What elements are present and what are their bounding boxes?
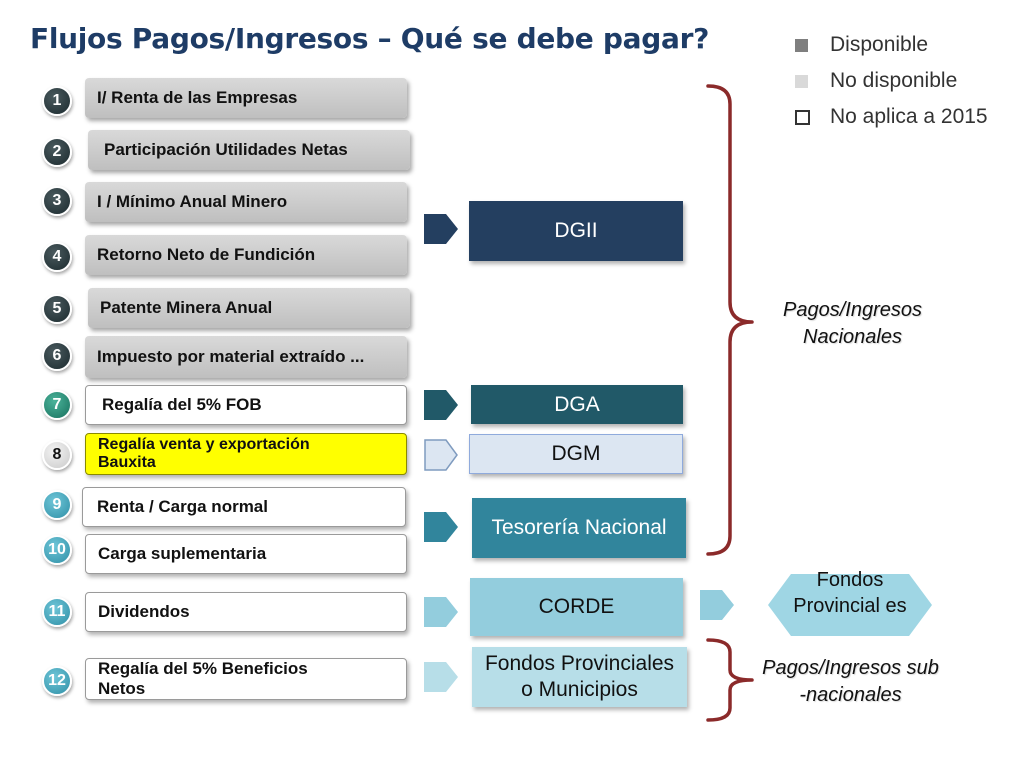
item-participacion-utilidades: Participación Utilidades Netas xyxy=(88,130,410,170)
item-patente-minera: Patente Minera Anual xyxy=(88,288,410,328)
legend-label: Disponible xyxy=(830,33,929,56)
caption-subnacionales: Pagos/Ingresos sub -nacionales xyxy=(762,657,939,706)
arrow-right-icon xyxy=(700,590,734,620)
arrow-right-icon xyxy=(424,214,458,244)
legend-item-no-disponible: No disponible xyxy=(795,66,957,96)
number-badge: 5 xyxy=(42,294,72,324)
legend-swatch-light xyxy=(795,74,808,88)
item-regalia-beneficios: Regalía del 5% Beneficios Netos xyxy=(85,658,407,700)
item-minimo-anual-minero: I / Mínimo Anual Minero xyxy=(85,182,407,222)
item-carga-suplementaria: Carga suplementaria xyxy=(85,534,407,574)
agency-dgm: DGM xyxy=(469,434,683,474)
fondos-provinciales-shape xyxy=(768,574,932,636)
fondos-provinciales-label: Fondos Provincial es xyxy=(793,569,907,617)
legend-label: No disponible xyxy=(830,69,958,92)
agency-corde: CORDE xyxy=(470,578,683,636)
page-title: Flujos Pagos/Ingresos – Qué se debe paga… xyxy=(30,22,710,55)
item-impuesto-material: Impuesto por material extraído ... xyxy=(85,336,407,378)
number-badge: 3 xyxy=(42,186,72,216)
agency-dgii: DGII xyxy=(469,201,683,261)
number-badge: 12 xyxy=(42,666,72,696)
agency-dga: DGA xyxy=(471,385,683,424)
arrow-right-icon xyxy=(424,390,458,420)
brace-subnacionales xyxy=(706,638,754,722)
arrow-right-icon xyxy=(424,662,458,692)
arrow-right-icon xyxy=(424,439,458,471)
arrow-right-icon xyxy=(424,597,458,627)
legend-label: No aplica a 2015 xyxy=(830,105,988,128)
number-badge: 11 xyxy=(42,597,72,627)
number-badge: 8 xyxy=(42,440,72,470)
number-badge: 6 xyxy=(42,341,72,371)
legend-item-disponible: Disponible xyxy=(795,30,928,60)
item-regalia-bauxita: Regalía venta y exportación Bauxita xyxy=(85,433,407,475)
item-renta-carga-normal: Renta / Carga normal xyxy=(82,487,406,527)
number-badge: 4 xyxy=(42,242,72,272)
item-renta-empresas: I/ Renta de las Empresas xyxy=(85,78,407,118)
caption-nacionales: Pagos/Ingresos Nacionales xyxy=(783,299,922,348)
number-badge: 2 xyxy=(42,137,72,167)
legend-swatch-empty xyxy=(795,109,810,125)
arrow-right-icon xyxy=(424,512,458,542)
number-badge: 10 xyxy=(42,535,72,565)
item-dividendos: Dividendos xyxy=(85,592,407,632)
legend-item-no-aplica: No aplica a 2015 xyxy=(795,102,988,132)
brace-nacionales xyxy=(706,84,754,556)
number-badge: 1 xyxy=(42,86,72,116)
item-regalia-fob: Regalía del 5% FOB xyxy=(85,385,407,425)
number-badge: 7 xyxy=(42,390,72,420)
agency-tesoreria: Tesorería Nacional xyxy=(472,498,686,558)
item-retorno-neto-fundicion: Retorno Neto de Fundición xyxy=(85,235,407,275)
number-badge: 9 xyxy=(42,490,72,520)
legend-swatch-dark xyxy=(795,38,808,52)
agency-fondos-municipios: Fondos Provinciales o Municipios xyxy=(472,647,687,707)
